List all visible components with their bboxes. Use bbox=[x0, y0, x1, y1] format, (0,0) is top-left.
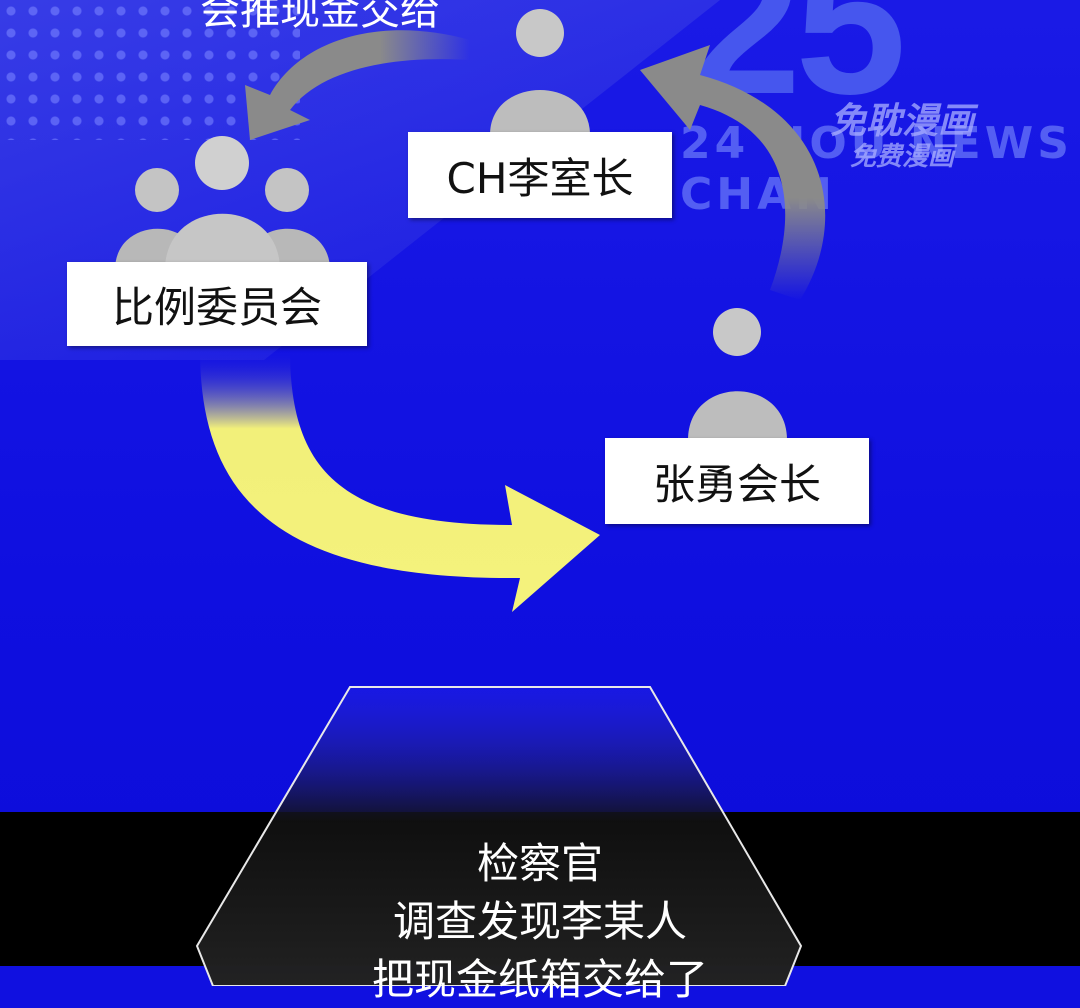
node-zhang: 张勇会长 bbox=[605, 438, 869, 524]
caption-line-2: 调查发现李某人 bbox=[392, 897, 687, 946]
arrows bbox=[200, 30, 826, 612]
node-ch-li: CH李室长 bbox=[408, 132, 672, 218]
caption-line-3: 把现金纸箱交给了 bbox=[371, 955, 708, 1004]
person-icon-zhang bbox=[688, 308, 787, 440]
person-icon-ch-li bbox=[490, 9, 590, 135]
gray-arrow-right bbox=[640, 45, 826, 300]
node-committee: 比例委员会 bbox=[67, 262, 367, 346]
caption-line-1: 检察官 bbox=[476, 839, 603, 888]
group-icon-committee bbox=[115, 136, 330, 270]
caption-box bbox=[195, 686, 803, 986]
yellow-arrow bbox=[200, 350, 600, 612]
watermark-logo-sub: 免费漫画 bbox=[850, 142, 955, 172]
gray-arrow-left bbox=[245, 30, 470, 140]
top-caption: 会推现金交给 bbox=[200, 0, 440, 34]
watermark-logo: 免耽漫画 bbox=[830, 101, 975, 142]
